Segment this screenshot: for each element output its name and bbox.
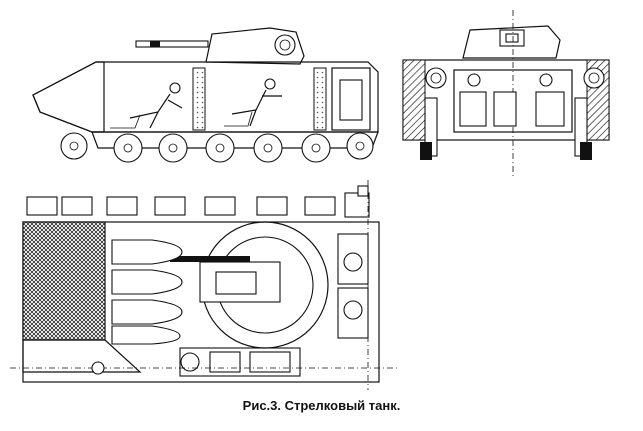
front-wheel-left [425, 67, 447, 89]
front-crew-compartment [453, 69, 573, 133]
plan-crew-right [337, 233, 369, 339]
plan-front-armour [22, 221, 106, 341]
plan-track-links [26, 192, 370, 218]
figure-caption: Рис.3. Стрелковый танк. [242, 398, 401, 413]
side-turret [205, 27, 305, 65]
front-wheel-right [583, 67, 605, 89]
plan-view [10, 180, 400, 390]
front-turret [462, 25, 561, 59]
side-crew-figure-2 [224, 78, 282, 127]
plan-engine-row [179, 347, 301, 377]
plan-gun [170, 256, 250, 262]
side-front-armour [32, 61, 105, 133]
side-gun-barrel [135, 40, 209, 48]
plan-crew-left [111, 239, 183, 345]
side-crew-figure-1 [110, 82, 183, 129]
side-view [32, 27, 379, 163]
side-turret-sight [274, 34, 296, 56]
side-rear-compartment [331, 67, 371, 131]
front-view [402, 10, 610, 178]
side-road-wheels [60, 132, 374, 163]
side-bulkhead [192, 67, 206, 131]
